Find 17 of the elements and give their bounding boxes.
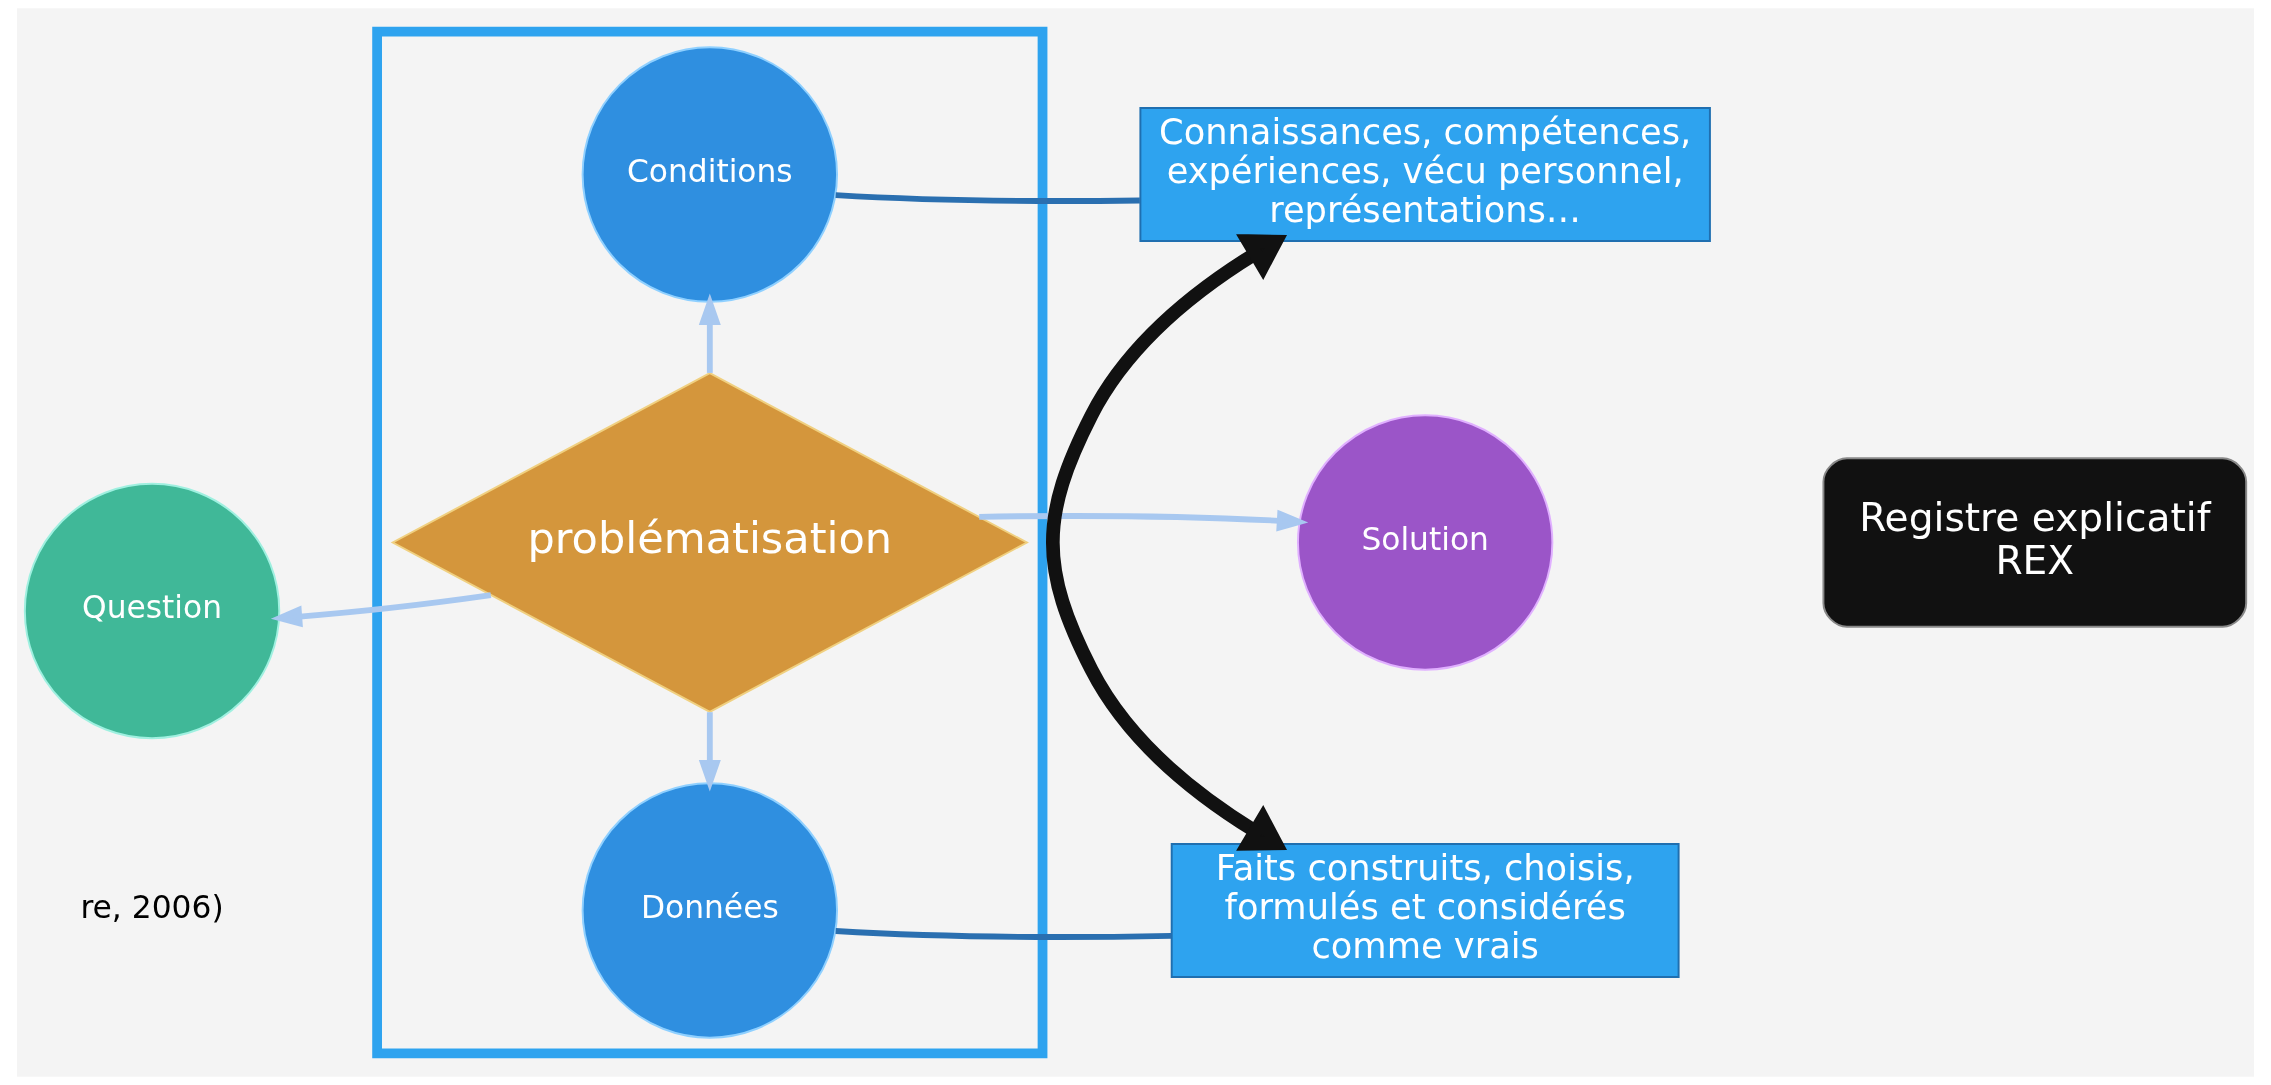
node-box: Registre explicatif REX — [1822, 457, 2248, 628]
node-diamond: problématisation — [390, 372, 1029, 713]
node-circle: Solution — [1296, 414, 1554, 671]
label: re, 2006) — [80, 888, 224, 925]
arrow — [979, 509, 1309, 532]
node-box: Connaissances, compétences, expériences, vécu personnel, représentations… — [1139, 107, 1711, 243]
arrow — [270, 592, 492, 628]
node-circle: Conditions — [581, 46, 838, 303]
arrow — [698, 293, 721, 373]
arrow — [1046, 234, 1288, 851]
cluster — [372, 26, 1048, 1059]
node-circle: Données — [581, 782, 838, 1039]
node-circle: Question — [23, 482, 281, 740]
node-box: Faits construits, choisis, formulés et considérés comme vrais — [1170, 842, 1680, 978]
arrow — [698, 712, 721, 792]
connector — [835, 192, 1140, 204]
connector — [835, 928, 1172, 940]
